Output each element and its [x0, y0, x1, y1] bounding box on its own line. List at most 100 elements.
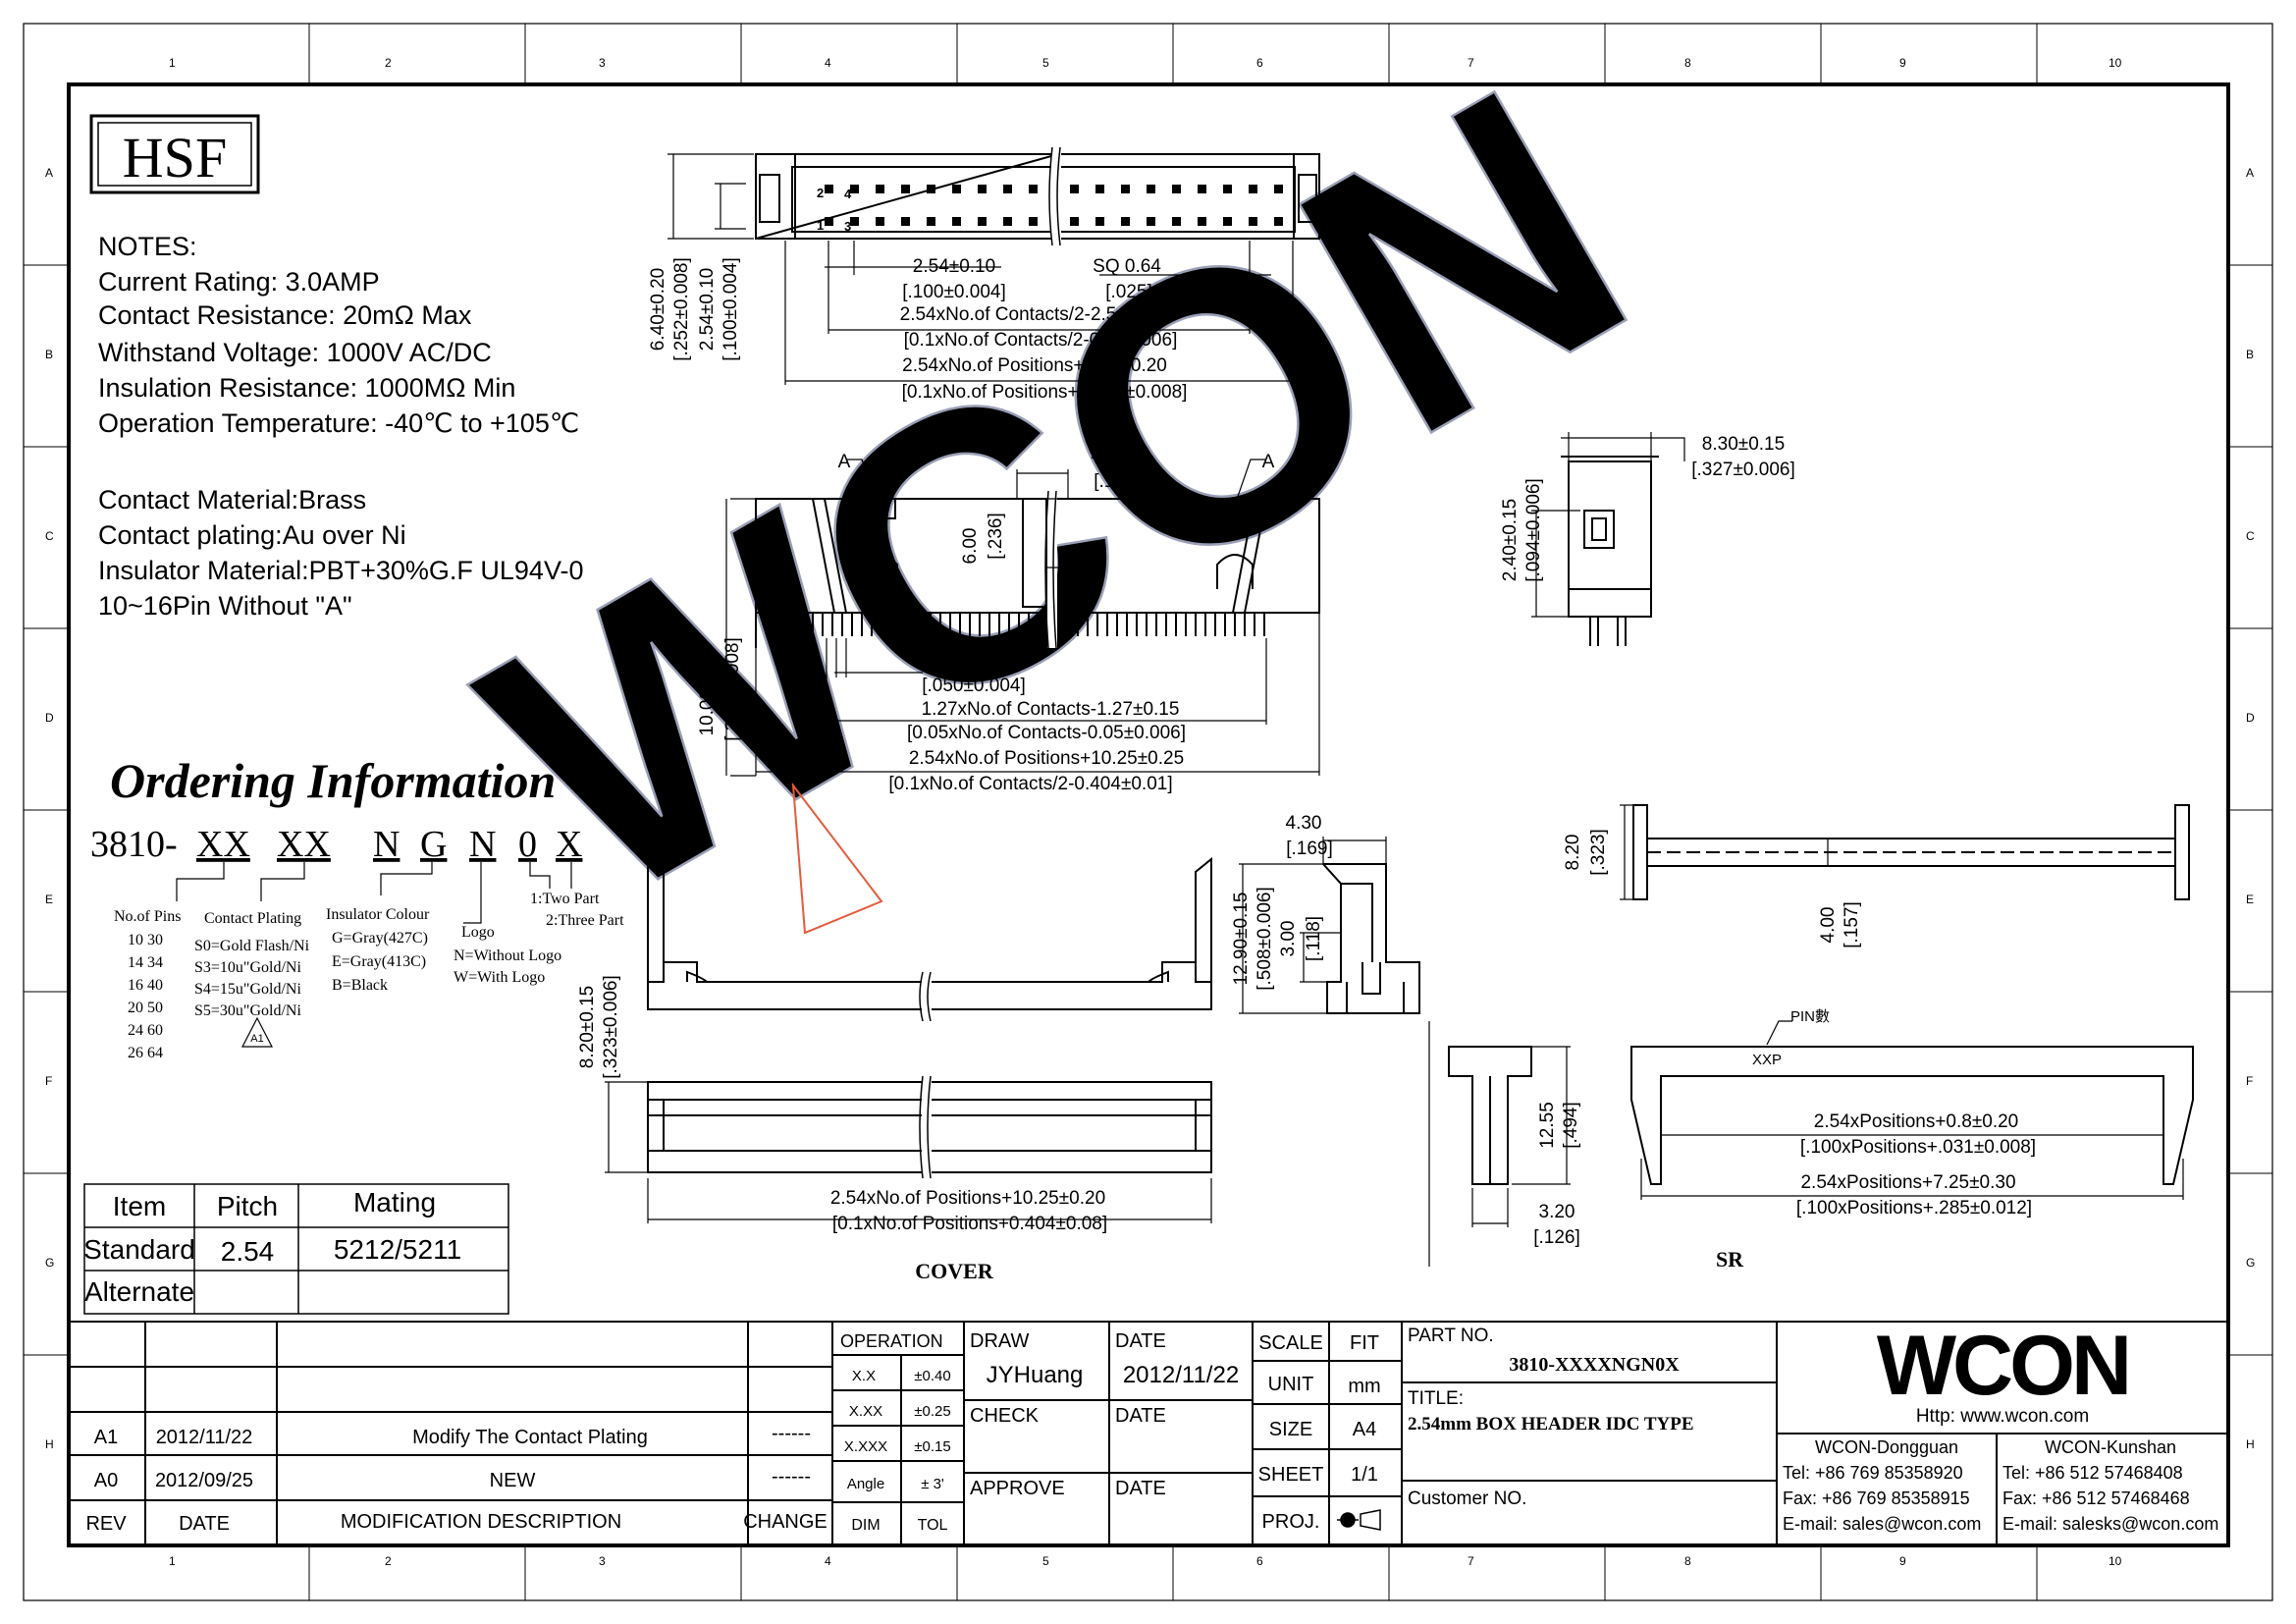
pin-label: 4 [844, 187, 852, 201]
revision-rev: A1 [94, 1427, 118, 1448]
side-view: 8.30±0.15 [.327±0.006] 2.40±0.15 [.094±0… [1500, 432, 1795, 646]
section-marker-a: A [838, 452, 851, 472]
order-code-prefix: 3810- [90, 824, 178, 865]
dimension: 2.54xPositions+7.25±0.30 [1800, 1172, 2015, 1193]
dimension: 1.27xNo.of Contacts-1.27±0.15 [922, 699, 1180, 720]
section-marker-a: A [1262, 452, 1275, 472]
order-code-logo: N [469, 824, 496, 865]
dimension: 2.54xNo.of Positions+10.25±0.20 [830, 1188, 1105, 1209]
pins-option: 24 60 [128, 1022, 163, 1039]
top-view: 2 4 1 3 2.54±0.10 [.100±0.004] SQ 0.64 [… [648, 146, 1320, 403]
col-marker: 9 [1899, 1554, 1906, 1568]
plating-option: S4=15u"Gold/Ni [194, 981, 301, 998]
proj-label: PROJ. [1262, 1511, 1320, 1533]
scale-label: SCALE [1258, 1332, 1323, 1354]
draw-label: DRAW [970, 1330, 1029, 1352]
pin-count-note: PIN數 [1790, 1008, 1830, 1025]
col-marker: 2 [385, 1554, 392, 1568]
revision-triangle-label: A1 [250, 1033, 263, 1045]
row-marker: G [45, 1256, 54, 1270]
front-view: A A 4.30 [.169] 6.00 [.236] 1.27±0.10 [.… [697, 446, 1320, 794]
pitch-table-cell: 2.54 [221, 1236, 275, 1267]
date-label: DATE [1115, 1405, 1166, 1427]
drawing-title: 2.54mm BOX HEADER IDC TYPE [1408, 1414, 1694, 1435]
dimension: 6.40±0.20 [648, 268, 668, 351]
pins-option: 20 50 [128, 1000, 163, 1016]
pins-title: No.of Pins [114, 908, 181, 925]
row-marker: A [2246, 166, 2254, 180]
hsf-text: HSF [123, 126, 227, 189]
pins-option: 26 64 [128, 1045, 163, 1061]
note-line: Insulation Resistance: 1000MΩ Min [98, 373, 515, 403]
colour-option: B=Black [332, 977, 388, 994]
note-line: Operation Temperature: -40℃ to +105℃ [98, 408, 579, 438]
drawing-frame [23, 23, 2273, 1601]
dimension: [.100±0.004] [902, 282, 1006, 302]
sheet-label: SHEET [1258, 1464, 1324, 1486]
dimension: 8.20 [1563, 835, 1583, 871]
note-line: Contact Material:Brass [98, 485, 366, 514]
projection-icon [1337, 1509, 1381, 1531]
size-value: A4 [1353, 1419, 1376, 1440]
tolerance-label: X.XXX [844, 1438, 887, 1455]
tolerance-label: Angle [847, 1476, 884, 1492]
col-marker: 6 [1256, 1554, 1263, 1568]
cover-profile: 4.30 [.169] 12.90±0.15 [.508±0.006] 3.00… [1231, 813, 1420, 1014]
row-marker: A [45, 166, 53, 180]
dimension: [.323±0.006] [601, 975, 621, 1079]
col-marker: 1 [169, 1554, 176, 1568]
part-option: 1:Two Part [530, 891, 600, 907]
office-fax: Fax: +86 769 85358915 [1783, 1489, 1970, 1508]
tolerance-label: X.X [852, 1368, 876, 1384]
office-tel: Tel: +86 769 85358920 [1783, 1463, 1963, 1483]
title-block: A1 2012/11/22 Modify The Contact Plating… [69, 1319, 2228, 1545]
size-label: SIZE [1269, 1419, 1312, 1440]
position-note: XXP [1752, 1052, 1782, 1068]
customer-no-label: Customer NO. [1408, 1489, 1526, 1509]
unit-label: UNIT [1268, 1374, 1314, 1395]
part-no-label: PART NO. [1408, 1326, 1494, 1346]
drawer-name: JYHuang [987, 1362, 1084, 1388]
revision-desc: Modify The Contact Plating [412, 1427, 648, 1448]
col-marker: 8 [1684, 56, 1691, 70]
row-marker: B [45, 348, 53, 361]
dimension: [.508±0.006] [1255, 887, 1275, 991]
dim-label: DIM [851, 1517, 880, 1534]
dimension: [.327±0.006] [1691, 460, 1795, 480]
logo-option: W=With Logo [454, 969, 545, 986]
title-label: TITLE: [1408, 1388, 1464, 1409]
revision-date: 2012/11/22 [156, 1427, 253, 1448]
pitch-table-header: Mating [353, 1187, 436, 1218]
row-marker: C [2246, 529, 2255, 543]
pin-label: 2 [817, 186, 824, 200]
order-code-plating: XX [277, 824, 331, 865]
col-marker: 3 [599, 1554, 606, 1568]
dimension: SQ 0.64 [1093, 256, 1161, 277]
hsf-logo: HSF [89, 114, 260, 194]
pitch-table: Item Pitch Mating Standard 2.54 5212/521… [83, 1183, 509, 1315]
date-value: 2012/11/22 [1123, 1362, 1239, 1388]
plating-option: S0=Gold Flash/Ni [194, 938, 310, 954]
dimension: 4.30 [1286, 813, 1322, 834]
notes-heading: NOTES: [98, 232, 197, 261]
website: Http: www.wcon.com [1916, 1406, 2089, 1427]
col-marker: 5 [1042, 1554, 1049, 1568]
pitch-table-cell: Alternate [84, 1276, 194, 1307]
dimension: [0.1xNo.of Positions+0.404±0.08] [832, 1214, 1107, 1234]
rev-header: REV [85, 1513, 127, 1535]
note-line: Contact Resistance: 20mΩ Max [98, 300, 472, 330]
ordering-information: Ordering Information 3810- XX XX N G N 0… [90, 753, 624, 1061]
dimension: [0.1xNo.of Positions+0.215±0.008] [902, 382, 1188, 403]
dimension: [.323] [1588, 829, 1609, 876]
check-label: CHECK [970, 1405, 1040, 1427]
tolerance-value: ± 3' [921, 1476, 944, 1492]
note-line: Current Rating: 3.0AMP [98, 267, 380, 297]
sr-view: 8.20 [.323] 4.00 [.157] PIN數 XXP 2.54xPo… [1428, 804, 2194, 1272]
date-header: DATE [179, 1513, 230, 1535]
row-marker: H [2246, 1437, 2255, 1451]
pitch-table-cell: Standard [83, 1234, 195, 1265]
dimension: 2.54xNo.of Positions+5.45±0.20 [902, 355, 1167, 376]
col-marker: 10 [2109, 1554, 2122, 1568]
office-email: E-mail: salesks@wcon.com [2002, 1514, 2218, 1534]
dimension: 2.54±0.10 [913, 256, 995, 277]
